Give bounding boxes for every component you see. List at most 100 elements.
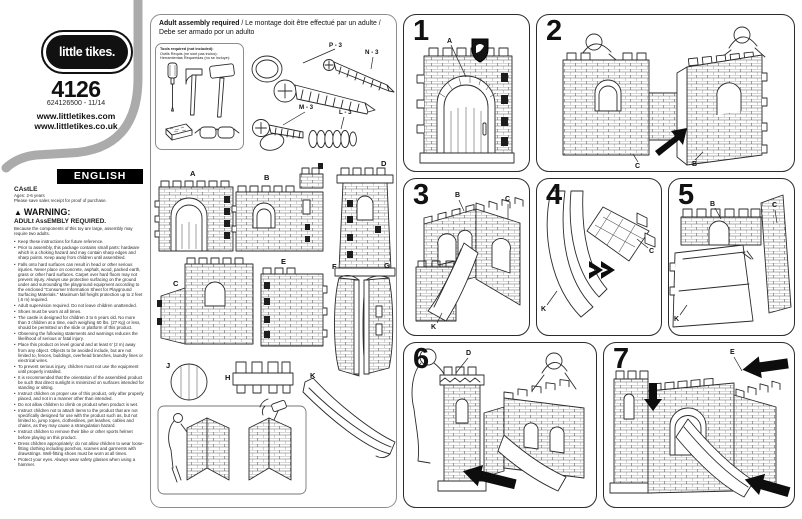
- svg-text:F: F: [332, 262, 337, 271]
- warning-bullet: Instruct children on proper use of this …: [14, 391, 144, 401]
- svg-text:C: C: [635, 163, 640, 170]
- part-k-illustration: K: [302, 371, 396, 459]
- little-tikes-logo: little tikes.: [41, 30, 133, 74]
- label-n3: N - 3: [365, 49, 379, 56]
- step-1-illustration: A: [416, 38, 515, 164]
- svg-text:B: B: [455, 192, 460, 199]
- step-3-number: 3: [413, 179, 429, 211]
- svg-text:C: C: [173, 279, 179, 288]
- language-banner: ENGLISH: [57, 169, 143, 184]
- svg-text:D: D: [466, 350, 471, 357]
- warning-bullet: Protect your eyes. Always wear safety gl…: [14, 457, 144, 467]
- warning-bullet: The castle is designed for children 3 to…: [14, 315, 144, 330]
- receipt-note: Please save sales receipt for proof of p…: [14, 198, 107, 204]
- website-com: www.littletikes.com: [36, 111, 116, 121]
- person-figure-right: [531, 352, 577, 392]
- mallet-icon: [209, 63, 235, 118]
- warning-bullet-list: Keep these instructions for future refer…: [14, 239, 144, 467]
- safety-glasses-icon: [194, 126, 240, 139]
- step-1-number: 1: [413, 15, 429, 47]
- warning-bullet: Adult supervision required. Do not leave…: [14, 303, 144, 308]
- svg-text:B: B: [692, 161, 697, 168]
- svg-text:A: A: [447, 38, 452, 45]
- svg-text:C: C: [505, 196, 510, 203]
- warning-bullet: Do not allow children to climb on produc…: [14, 402, 144, 407]
- svg-text:C: C: [772, 202, 777, 209]
- svg-text:C: C: [649, 248, 654, 255]
- part-j-illustration: J: [166, 361, 208, 401]
- part-b-illustration: B: [231, 163, 324, 252]
- push-arrow-icon: [589, 261, 615, 279]
- step-6-panel: D 6: [403, 342, 597, 508]
- warning-bullet: To prevent serious injury, children must…: [14, 364, 144, 374]
- step-6-number: 6: [413, 343, 429, 375]
- svg-text:K: K: [431, 324, 436, 331]
- part-c-illustration: C: [157, 257, 254, 345]
- svg-text:G: G: [384, 261, 390, 270]
- step-5-number: 5: [678, 179, 694, 211]
- warning-subheading: ADULt AssEMBLY REQUIRED.: [14, 218, 107, 226]
- svg-text:E: E: [281, 257, 286, 266]
- warning-bullet: Falls onto hard surfaces can result in h…: [14, 262, 144, 303]
- base-arrow-icon: [744, 473, 791, 497]
- hammering-inset: [157, 398, 307, 495]
- person-hammering-figure: [168, 413, 188, 483]
- step-3-panel: B C K 3: [403, 178, 530, 336]
- part-d-illustration: D: [334, 159, 396, 277]
- part-f-illustration: F: [332, 262, 360, 377]
- warning-bullet: Place this product on level ground and a…: [14, 342, 144, 362]
- svg-text:K: K: [541, 306, 546, 313]
- step-4-panel: K C 4: [536, 178, 662, 336]
- castle-crest-icon: [471, 38, 489, 63]
- product-name: CAstLE: [14, 186, 38, 193]
- assembly-parts-panel: Adult assembly required / Le montage doi…: [150, 14, 397, 508]
- tools-required-box: Tools required (not included): Outils Re…: [155, 43, 244, 150]
- brand-swoosh-graphic: [1, 0, 143, 173]
- down-arrow-icon: [644, 383, 662, 411]
- person-figure-right: [721, 26, 766, 58]
- warning-bullet: Instruct children to remove their bike o…: [14, 429, 144, 439]
- spacer-l3-illustration: L - 3: [308, 109, 357, 148]
- screw-p3-illustration: P - 3: [251, 42, 376, 115]
- step-7-panel: E 7: [603, 342, 795, 508]
- tools-illustration: [165, 62, 240, 141]
- part-h-illustration: H: [225, 361, 294, 394]
- hardware-illustration: P - 3 N - 3 M - 3 L: [251, 42, 395, 151]
- part-g-illustration: G: [362, 261, 394, 375]
- svg-text:B: B: [264, 173, 270, 182]
- hammer-icon: [185, 68, 203, 116]
- warning-bullet: Prior to assembly, this package contains…: [14, 245, 144, 260]
- warning-bullet: Instruct children not to attach items to…: [14, 408, 144, 428]
- website-couk: www.littletikes.co.uk: [34, 121, 118, 131]
- step-1-panel: A 1: [403, 14, 530, 172]
- step-2-panel: C B 2: [536, 14, 795, 172]
- step-5-illustration: B C K: [669, 194, 792, 328]
- step-2-illustration: C B: [562, 26, 768, 170]
- step-4-illustration: K C: [541, 190, 656, 318]
- slide-in-arrow-icon: [742, 356, 789, 379]
- model-number: 4126: [51, 76, 101, 102]
- parts-diagram: A B D: [154, 159, 396, 495]
- assembly-arrow-icon: [462, 464, 517, 490]
- warning-bullet: Keep these instructions for future refer…: [14, 239, 144, 244]
- warning-heading: ▲ WARNING:: [14, 207, 71, 218]
- step-2-number: 2: [546, 15, 562, 47]
- step-7-illustration: E: [609, 349, 791, 498]
- warning-bullet: It is recommended that the orientation o…: [14, 375, 144, 390]
- step-5-panel: B C K 5: [668, 178, 795, 336]
- screwdriver-icon: [167, 62, 178, 112]
- warning-bullet: Dress children appropriately: do not all…: [14, 441, 144, 456]
- warning-bullet: Observing the following statements and w…: [14, 331, 144, 341]
- product-ages: Ages: 2-6 years: [14, 193, 45, 198]
- step-3-illustration: B C K: [415, 192, 524, 331]
- step-6-illustration: D: [411, 348, 585, 492]
- label-l3: L - 3: [339, 109, 352, 116]
- item-code: 624126500 - 11/14: [46, 100, 106, 107]
- mallet-strike-icon: [259, 398, 287, 421]
- screw-n3-illustration: N - 3: [323, 49, 395, 93]
- screw-m3-illustration: M - 3: [252, 104, 314, 151]
- assembly-arrow-icon: [655, 128, 687, 156]
- logo-text: little tikes.: [59, 45, 115, 59]
- part-e-illustration: E: [260, 257, 328, 347]
